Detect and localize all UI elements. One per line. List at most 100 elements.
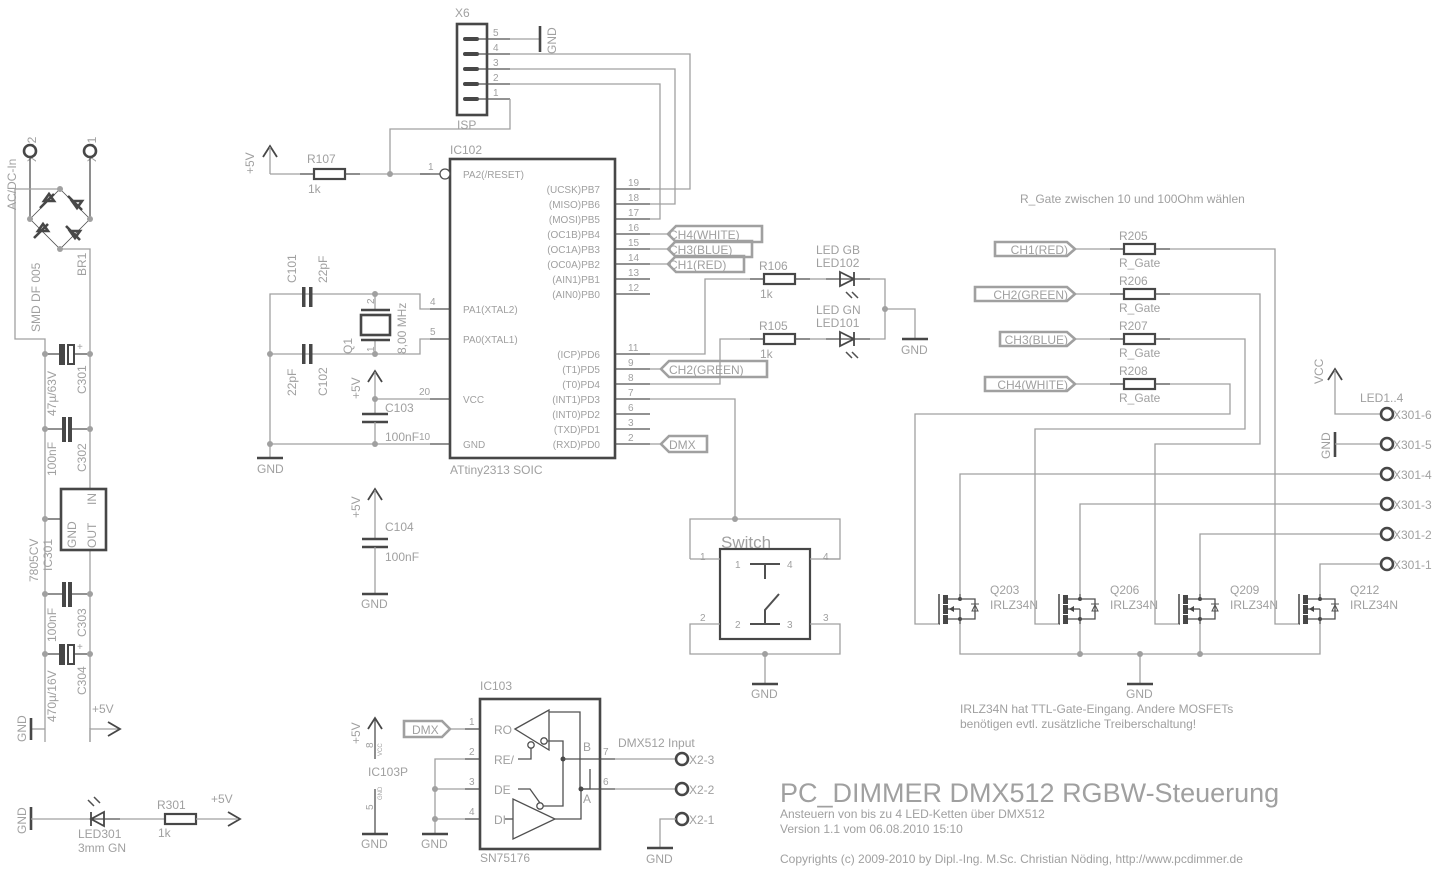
- x301-pin-label: X301-5: [1393, 438, 1432, 452]
- mcu-pin-label: (ICP)PD6: [557, 350, 600, 361]
- pin-b-label: B: [583, 740, 591, 754]
- gate-resistor: [1122, 377, 1157, 391]
- x301-pad[interactable]: [1379, 406, 1395, 422]
- r105-value: 1k: [760, 347, 774, 361]
- netlabel-dmx-rs485-text: DMX: [412, 723, 439, 737]
- x3-1-pad[interactable]: [82, 143, 98, 159]
- mcu-pin-label: (OC1A)PB3: [547, 245, 600, 256]
- r301-resistor: [163, 812, 198, 826]
- vout-label: +5V: [92, 702, 114, 716]
- mcu-pin-number: 16: [628, 223, 640, 234]
- led-icon: [839, 330, 857, 348]
- x301-pad[interactable]: [1379, 526, 1395, 542]
- gnd-label: GND: [1126, 687, 1153, 701]
- rs485-pin-label: RE/: [494, 753, 515, 767]
- gnd-label: GND: [361, 597, 388, 611]
- supply-arrow-icon: [1327, 367, 1343, 381]
- gate-resistor: [1122, 242, 1157, 256]
- q1-value: 8,00 MHz: [395, 303, 409, 354]
- mosfet-value: IRLZ34N: [1230, 598, 1278, 612]
- isp-pin-number: 1: [493, 88, 499, 99]
- vcc-label: +5V: [211, 792, 233, 806]
- r301-name: R301: [157, 798, 186, 812]
- x2-1-pad[interactable]: [674, 811, 690, 827]
- receiver-buffer-icon: [513, 708, 550, 752]
- mcu-pin-number: 19: [628, 178, 640, 189]
- gnd-label: GND: [257, 462, 284, 476]
- isp-value: ISP: [457, 118, 476, 132]
- mcu-pin-number: 6: [628, 403, 634, 414]
- x301-pin-label: X301-6: [1393, 408, 1432, 422]
- supply-arrow-icon: [367, 487, 383, 501]
- c304-name: C304: [75, 666, 89, 695]
- x2-2-pad[interactable]: [674, 781, 690, 797]
- switch-name: Switch: [721, 533, 771, 552]
- gnd-label: GND: [751, 687, 778, 701]
- gate-resistor-value: R_Gate: [1119, 301, 1161, 315]
- light-rays-icon: [845, 351, 859, 359]
- netlabel-dmx: [659, 434, 709, 454]
- mcu-pin-label: (AIN1)PB1: [552, 275, 600, 286]
- q1-pin1: 1: [366, 346, 377, 352]
- mcu-pin-label: (OC1B)PB4: [547, 230, 600, 241]
- x2-3-pad[interactable]: [674, 751, 690, 767]
- r106-resistor: [762, 272, 797, 286]
- mcu-pin-number: 11: [628, 343, 639, 354]
- mcu-pin-label: (INT1)PD3: [552, 395, 600, 406]
- switch-section: Switch GND 1 1 4 4 2 2 3 3: [650, 398, 841, 701]
- x301-pad[interactable]: [1379, 556, 1395, 572]
- mcu-pin-number: 12: [628, 283, 640, 294]
- vcc-label: +5V: [349, 722, 363, 744]
- rs485-pin-number: 3: [469, 777, 475, 788]
- gate-netlabel-text: CH1(RED): [1011, 243, 1068, 257]
- vcc-label: +5V: [243, 152, 257, 174]
- mosfet-name: Q203: [990, 583, 1020, 597]
- gate-netlabel: [973, 285, 1077, 303]
- x301-pad[interactable]: [1379, 496, 1395, 512]
- mcu-pin-label: VCC: [463, 395, 484, 406]
- schematic-subtitle: Ansteuern von bis zu 4 LED-Ketten über D…: [780, 807, 1045, 821]
- x3-2-pad[interactable]: [22, 143, 38, 159]
- reset-section: +5V R107 1k: [243, 144, 430, 196]
- c102-name: C102: [316, 367, 330, 396]
- c104-value: 100nF: [385, 550, 419, 564]
- switch-pin-1: 1: [700, 552, 706, 563]
- gnd-label: GND: [361, 837, 388, 851]
- c301-capacitor: +: [42, 342, 93, 365]
- rs485-pin-number: 1: [469, 717, 475, 728]
- netlabel-ch2-text: CH2(GREEN): [669, 363, 744, 377]
- light-rays-icon: [845, 291, 859, 299]
- x301-pin-label: X301-4: [1393, 468, 1432, 482]
- c302-value: 100nF: [45, 442, 59, 476]
- c301-value: 47µ/63V: [45, 371, 59, 416]
- gnd-pin-label: GND: [378, 786, 384, 800]
- c101-value: 22pF: [316, 256, 330, 283]
- switch-contact-icon: [750, 563, 780, 579]
- supply-arrow-icon: [262, 144, 278, 158]
- mcu-pin-label: (INT0)PD2: [552, 410, 600, 421]
- polarity-plus: +: [77, 642, 83, 653]
- q1-name: Q1: [341, 338, 355, 354]
- x301-pad[interactable]: [1379, 466, 1395, 482]
- mcu-ic102: IC102 ATtiny2313 SOIC 1PA2(/RESET)4PA1(X…: [419, 143, 650, 477]
- reg-pin-gnd: GND: [65, 521, 79, 548]
- output-connector-x301: VCC LED1..4 GND X301-6X301-5X301-4X301-3…: [1312, 358, 1432, 572]
- r301-value: 1k: [158, 826, 172, 840]
- mcu-value: ATtiny2313 SOIC: [450, 463, 543, 477]
- r106-name: R106: [759, 259, 788, 273]
- x301-pad[interactable]: [1379, 436, 1395, 452]
- isp-pin-number: 4: [493, 43, 499, 54]
- led102-name: LED102: [816, 256, 860, 270]
- mcu-pin-label: PA0(XTAL1): [463, 335, 518, 346]
- mcu-pin-number: 20: [419, 387, 431, 398]
- rs485-transceiver: +5V 8 VCC IC103P 5 GND GND IC103 SN75176…: [349, 679, 715, 866]
- schematic-version: Version 1.1 vom 06.08.2010 15:10: [780, 822, 963, 836]
- diode-icon: [39, 191, 57, 209]
- mosfet-value: IRLZ34N: [1350, 598, 1398, 612]
- x301-name: LED1..4: [1360, 391, 1404, 405]
- c101-plate: [302, 287, 306, 307]
